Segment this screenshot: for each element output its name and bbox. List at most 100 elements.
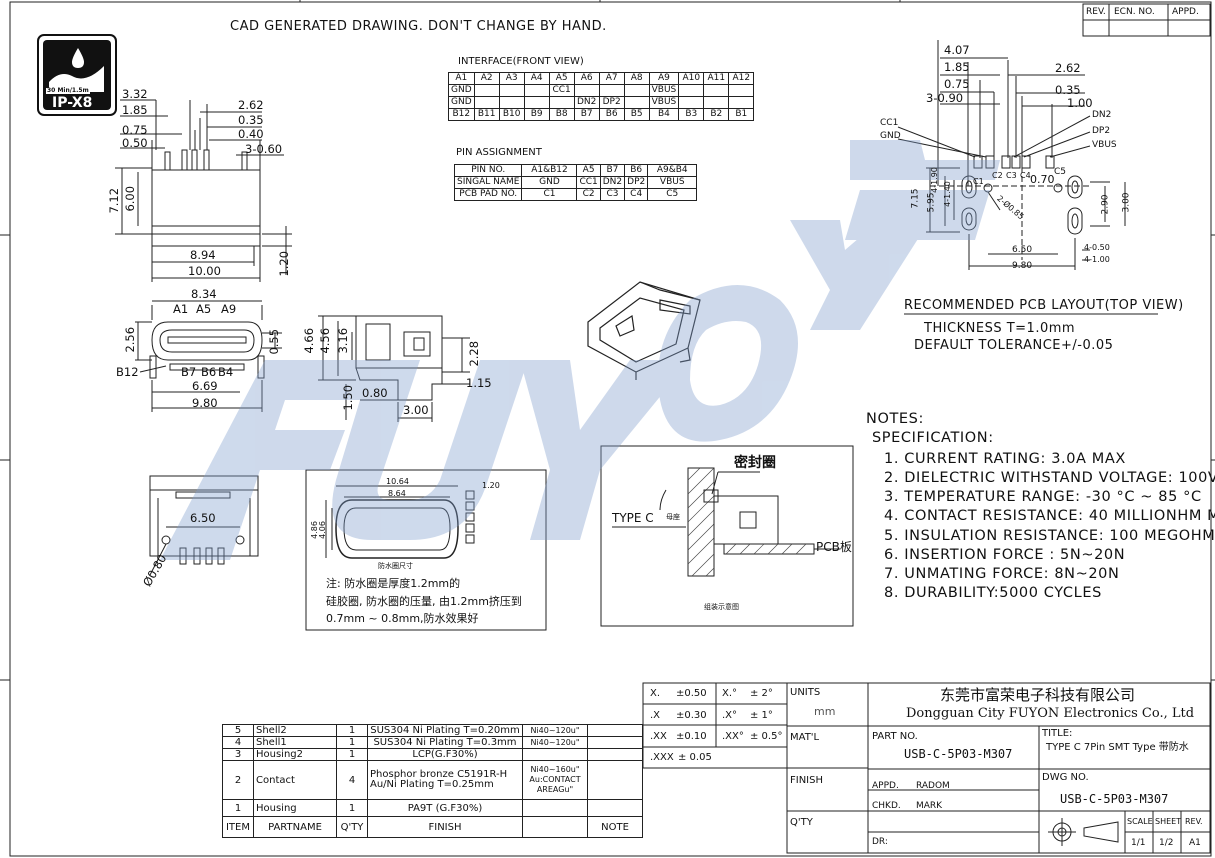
pcb-cc1-label: CC1	[880, 118, 899, 128]
company-cn: 东莞市富荣电子科技有限公司	[940, 686, 1136, 704]
tol-xxxx: .XXX	[650, 752, 674, 763]
dim-466: 4.66	[302, 327, 317, 354]
sheet-value: 1/2	[1159, 838, 1174, 848]
pcb-dim-3-090: 3-0.90	[926, 91, 964, 105]
seal-note-2: 硅胶圈, 防水圈的压量, 由1.2mm挤压到	[326, 595, 522, 608]
pin-a5-label: A5	[196, 302, 212, 316]
pcb-c3-label: C3	[1006, 171, 1017, 180]
pcb-dim-262: 2.62	[1055, 61, 1081, 75]
pcb-c2-label: C2	[992, 171, 1003, 180]
pcb-dim-070: 0.70	[1030, 173, 1055, 186]
pcb-dim-4-140: 4-1.40	[942, 181, 952, 207]
dim-228: 2.28	[467, 340, 482, 367]
seal-note-3: 0.7mm ~ 0.8mm,防水效果好	[326, 612, 479, 625]
pcb-vbus-label: VBUS	[1092, 140, 1117, 150]
dim-055: 0.55	[267, 328, 282, 355]
typec-label: TYPE C	[612, 511, 654, 525]
note-5: 5. INSULATION RESISTANCE: 100 MEGOHMS MI…	[884, 528, 1215, 544]
pin-b6-label: B6	[201, 365, 217, 379]
pcb-thickness: THICKNESS T=1.0mm	[924, 321, 1076, 336]
note-7: 7. UNMATING FORCE: 8N~20N	[884, 566, 1120, 582]
revision-block	[1082, 3, 1211, 37]
dim-894: 8.94	[190, 248, 216, 262]
title-label: TITLE:	[1042, 728, 1073, 739]
dim-300: 3.00	[403, 403, 429, 417]
top-view	[149, 475, 259, 576]
dim-262: 2.62	[238, 98, 264, 112]
units-value: mm	[814, 705, 836, 718]
title-block-grid	[642, 682, 1211, 854]
assembly-caption: 组装示意图	[704, 603, 739, 611]
seal-dim-120: 1.20	[482, 481, 500, 490]
dim-1000: 10.00	[188, 264, 221, 278]
dim-669: 6.69	[192, 379, 218, 393]
cad-notice: CAD GENERATED DRAWING. DON'T CHANGE BY H…	[230, 19, 607, 34]
dwg-no-value: USB-C-5P03-M307	[1060, 792, 1169, 806]
pcb-dim-650: 6.50	[1012, 245, 1033, 255]
pin-b7-label: B7	[181, 365, 197, 379]
pcb-dim-075: 0.75	[944, 77, 970, 91]
pin-assignment-title: PIN ASSIGNMENT	[456, 147, 542, 158]
seal-detail-frame	[305, 469, 547, 631]
seal-note-1: 注: 防水圈是厚度1.2mm的	[326, 577, 461, 590]
pcb-layout-drawing	[897, 40, 1158, 315]
pcb-dim-407: 4.07	[944, 43, 970, 57]
assembly-frame	[600, 445, 854, 627]
pcb-tolerance: DEFAULT TOLERANCE+/-0.05	[914, 338, 1114, 353]
pcb-dp2-label: DP2	[1092, 126, 1111, 136]
note-6: 6. INSERTION FORCE : 5N~20N	[884, 547, 1126, 563]
dim-050: 0.50	[122, 136, 148, 150]
notes-spec: SPECIFICATION:	[872, 430, 994, 446]
qty-label: Q'TY	[790, 817, 813, 828]
pcb-dim-980: 9.80	[1012, 261, 1033, 271]
chkd-label: CHKD.	[872, 801, 901, 811]
pcb-dim-035: 0.35	[1055, 83, 1081, 97]
ip-badge-depth: 30 Min/1.5m	[46, 87, 90, 94]
dim-120: 1.20	[277, 250, 292, 277]
tol-xxxx-val: ± 0.05	[678, 752, 712, 763]
dim-316: 3.16	[336, 327, 351, 354]
dim-040: 0.40	[238, 127, 264, 141]
appd-header: APPD.	[1172, 7, 1199, 17]
dim-256: 2.56	[123, 326, 138, 353]
appd-value: RADOM	[916, 781, 950, 791]
tol-xx: .X	[650, 710, 661, 721]
dim-185: 1.85	[122, 103, 148, 117]
dim-075: 0.75	[122, 123, 148, 137]
seal-caption: 防水圈尺寸	[378, 562, 413, 570]
scale-value: 1/1	[1131, 838, 1146, 848]
rev-label: REV.	[1185, 817, 1203, 826]
pcb-c5-label: C5	[1054, 167, 1067, 177]
dim-712: 7.12	[107, 187, 122, 214]
note-2: 2. DIELECTRIC WITHSTAND VOLTAGE: 100VAC	[884, 470, 1215, 486]
seal-ring-label: 密封圈	[734, 455, 776, 471]
dim-332: 3.32	[122, 87, 148, 101]
dim-3-060: 3-0.60	[245, 142, 283, 156]
pin-b12-label: B12	[116, 365, 139, 379]
interface-title: INTERFACE(FRONT VIEW)	[458, 56, 584, 67]
typec-sub-label: 母座	[666, 513, 680, 521]
dr-label: DR:	[872, 837, 888, 847]
pcb-dim-4-050: 4-0.50	[1084, 243, 1110, 252]
tol-ang-xx: .X°	[722, 710, 738, 721]
front-view	[135, 300, 282, 412]
fuyon-watermark-icon	[160, 140, 1000, 560]
finish-label: FINISH	[790, 775, 823, 786]
pcb-dim-715: 7.15	[910, 188, 921, 209]
tol-ang-xxx: .XX°	[722, 731, 744, 742]
tol-xxx: .XX	[650, 731, 667, 742]
appd-label: APPD.	[872, 781, 899, 791]
pin-b4-label: B4	[218, 365, 234, 379]
tol-x-val: ±0.50	[676, 688, 707, 699]
seal-dim-1064: 10.64	[386, 477, 409, 486]
pin-a9-label: A9	[221, 302, 237, 316]
notes-title: NOTES:	[866, 411, 924, 427]
